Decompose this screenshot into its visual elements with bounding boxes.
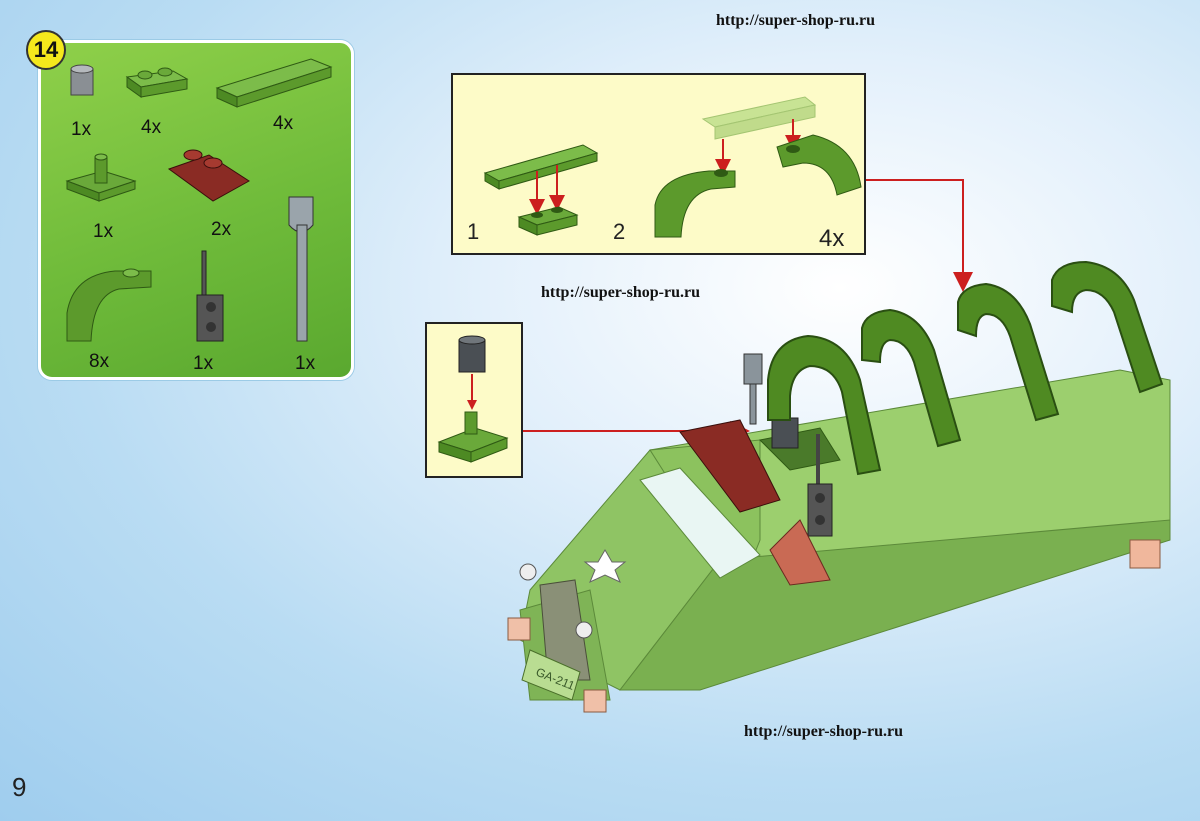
headlight-left: [519, 563, 537, 581]
plate-with-pin-icon: [65, 153, 137, 202]
headlight-right: [575, 621, 593, 639]
shovel-on-truck: [743, 353, 763, 385]
pin-subassembly-illustration: [437, 335, 509, 463]
windshield: [639, 467, 761, 579]
plate-1x6-icon: [215, 58, 333, 108]
part-qty-5: 2x: [211, 219, 232, 240]
arch-3: [957, 282, 1060, 422]
arch-subassembly-callout: 1 2 4x: [451, 73, 866, 255]
roof-slope-red: [679, 419, 781, 513]
roof-pin-plate: [758, 427, 841, 471]
substep-2-label: 2: [613, 219, 626, 244]
seat-red: [769, 519, 831, 586]
watermark-url-top: http://super-shop-ru.ru: [716, 12, 875, 29]
part-qty-4: 1x: [93, 221, 114, 242]
arch-4: [1051, 260, 1164, 394]
shovel-icon: [288, 196, 314, 342]
parts-list-panel: 1x 4x 4x 1x 2x 8x 1x 1x: [38, 40, 354, 380]
arch-2: [861, 308, 962, 448]
part-qty-1: 1x: [71, 119, 92, 140]
part-qty-8: 1x: [295, 353, 316, 374]
roof-round-brick: [771, 417, 799, 449]
arch-left-icon: [654, 169, 736, 238]
arch-subassembly-illustration: [483, 96, 862, 238]
arch-brick-icon: [66, 268, 152, 342]
arch-right-icon: [776, 134, 862, 196]
subassembly-multiplier: 4x: [819, 225, 845, 252]
tail-light: [1129, 539, 1161, 569]
part-qty-3: 4x: [273, 113, 294, 134]
part-qty-7: 1x: [193, 353, 214, 374]
arch-placement-arrow: [866, 179, 973, 292]
small-plate-icon: [517, 206, 579, 236]
grille: [539, 579, 591, 681]
round-brick-gray-icon: [70, 64, 94, 96]
watermark-url-middle: http://super-shop-ru.ru: [541, 284, 700, 301]
parts-illustrations: [65, 58, 333, 342]
slope-brick-red-icon: [167, 149, 250, 202]
part-qty-6: 8x: [89, 351, 110, 372]
pin-subassembly-callout: [425, 322, 523, 478]
license-plate: [521, 649, 581, 701]
substep-1-label: 1: [467, 219, 480, 244]
roof-arches: [767, 260, 1164, 476]
plate-1x2-icon: [125, 67, 189, 98]
step-number-badge: 14: [26, 30, 66, 70]
ghost-plate-icon: [701, 96, 817, 140]
long-plate-icon: [483, 144, 599, 190]
star-emblem: [583, 549, 627, 583]
truck-body: GA-211: [507, 353, 1171, 713]
watermark-url-bottom: http://super-shop-ru.ru: [744, 723, 903, 740]
part-qty-2: 4x: [141, 117, 162, 138]
license-plate-text: GA-211: [534, 665, 577, 693]
page-number: 9: [12, 772, 27, 802]
antenna-on-truck: [816, 434, 820, 484]
arch-1: [767, 334, 882, 476]
antenna-radio-icon: [196, 250, 224, 342]
